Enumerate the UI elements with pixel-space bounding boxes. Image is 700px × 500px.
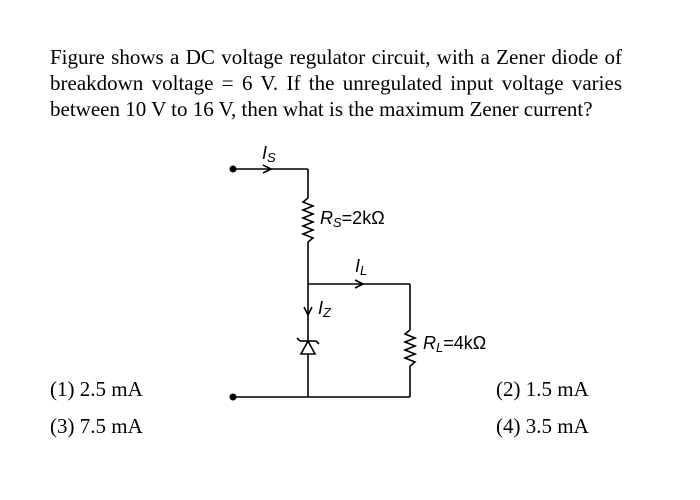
- option-4[interactable]: (4) 3.5 mA: [496, 414, 589, 438]
- iz-label: IZ: [318, 298, 331, 320]
- is-label: IS: [262, 143, 276, 165]
- option-1[interactable]: (1) 2.5 mA: [50, 377, 143, 401]
- il-label: IL: [355, 256, 368, 278]
- option-3[interactable]: (3) 7.5 mA: [50, 414, 143, 438]
- zener-diode-icon: [296, 337, 320, 355]
- resistor-rl-icon: [402, 329, 418, 367]
- rs-label: RS=2kΩ: [320, 208, 385, 230]
- rl-label: RL=4kΩ: [423, 333, 487, 355]
- input-terminal-top: [229, 165, 237, 173]
- is-arrow-icon: [262, 164, 273, 174]
- question-text: Figure shows a DC voltage regulator circ…: [50, 45, 622, 121]
- il-arrow-icon: [354, 279, 365, 289]
- option-2[interactable]: (2) 1.5 mA: [496, 377, 589, 401]
- resistor-rs-icon: [300, 197, 316, 243]
- input-terminal-bottom: [229, 393, 237, 401]
- iz-arrow-icon: [303, 306, 313, 317]
